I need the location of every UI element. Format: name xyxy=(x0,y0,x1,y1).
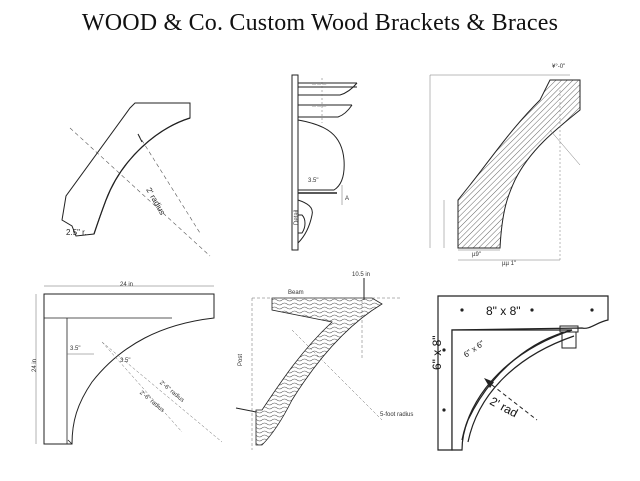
beam-size-label: 8" x 8" xyxy=(486,304,521,318)
bracket-2-drawing: — — — — — — xyxy=(291,74,358,251)
bottom-dimension-2-label: µµ 1" xyxy=(502,261,517,267)
corner-radius-label: 2.5" r. xyxy=(66,228,87,237)
top-dimension-label: ¥°-0" xyxy=(552,64,566,70)
radius-label: 5-foot radius xyxy=(380,412,414,418)
bracket-diagram-4: 24 in 24 in 3.5" 3.5" 2'-6" radius 2'-6"… xyxy=(32,282,232,447)
bracket-1-drawing xyxy=(61,102,211,257)
detail-label: Detail xyxy=(294,209,300,225)
bracket-6-drawing xyxy=(437,295,609,451)
page-title: WOOD & Co. Custom Wood Brackets & Braces xyxy=(81,10,559,36)
svg-text:— — —: — — — xyxy=(312,103,326,108)
left-dimension-label: 24 in xyxy=(32,358,38,372)
inner-dimension-2-label: 3.5" xyxy=(120,358,131,364)
bracket-3-drawing xyxy=(429,74,581,261)
section-arrow-label: A xyxy=(345,196,350,202)
bottom-dimension-1-label: µ9" xyxy=(472,252,481,258)
top-dimension-label: 24 in xyxy=(120,282,134,288)
dimension-3-5-label: 3.5" xyxy=(308,178,319,184)
bracket-diagram-1: 2' radius 2.5" r. xyxy=(40,88,230,268)
post-size-label: 6" x 8" xyxy=(430,335,444,370)
bracket-diagram-6: 8" x 8" 6" x 8" 6" x 6" 2' rad xyxy=(430,290,612,455)
inner-dimension-1-label: 3.5" xyxy=(70,346,81,352)
beam-label: Beam xyxy=(288,290,304,296)
bracket-5-drawing xyxy=(235,278,402,450)
bracket-diagram-2: — — — — — — 3.5" A Detail xyxy=(282,74,372,251)
svg-text:— — —: — — — xyxy=(312,81,326,86)
bracket-diagram-3: ¥°-0" µ9" µµ 1" xyxy=(429,64,590,270)
bracket-4-drawing xyxy=(35,285,223,445)
top-dimension-label: 10.5 in xyxy=(352,272,371,278)
bracket-diagram-5: Beam Post 10.5 in 5-foot radius xyxy=(232,270,422,455)
post-label: Post xyxy=(238,353,244,366)
